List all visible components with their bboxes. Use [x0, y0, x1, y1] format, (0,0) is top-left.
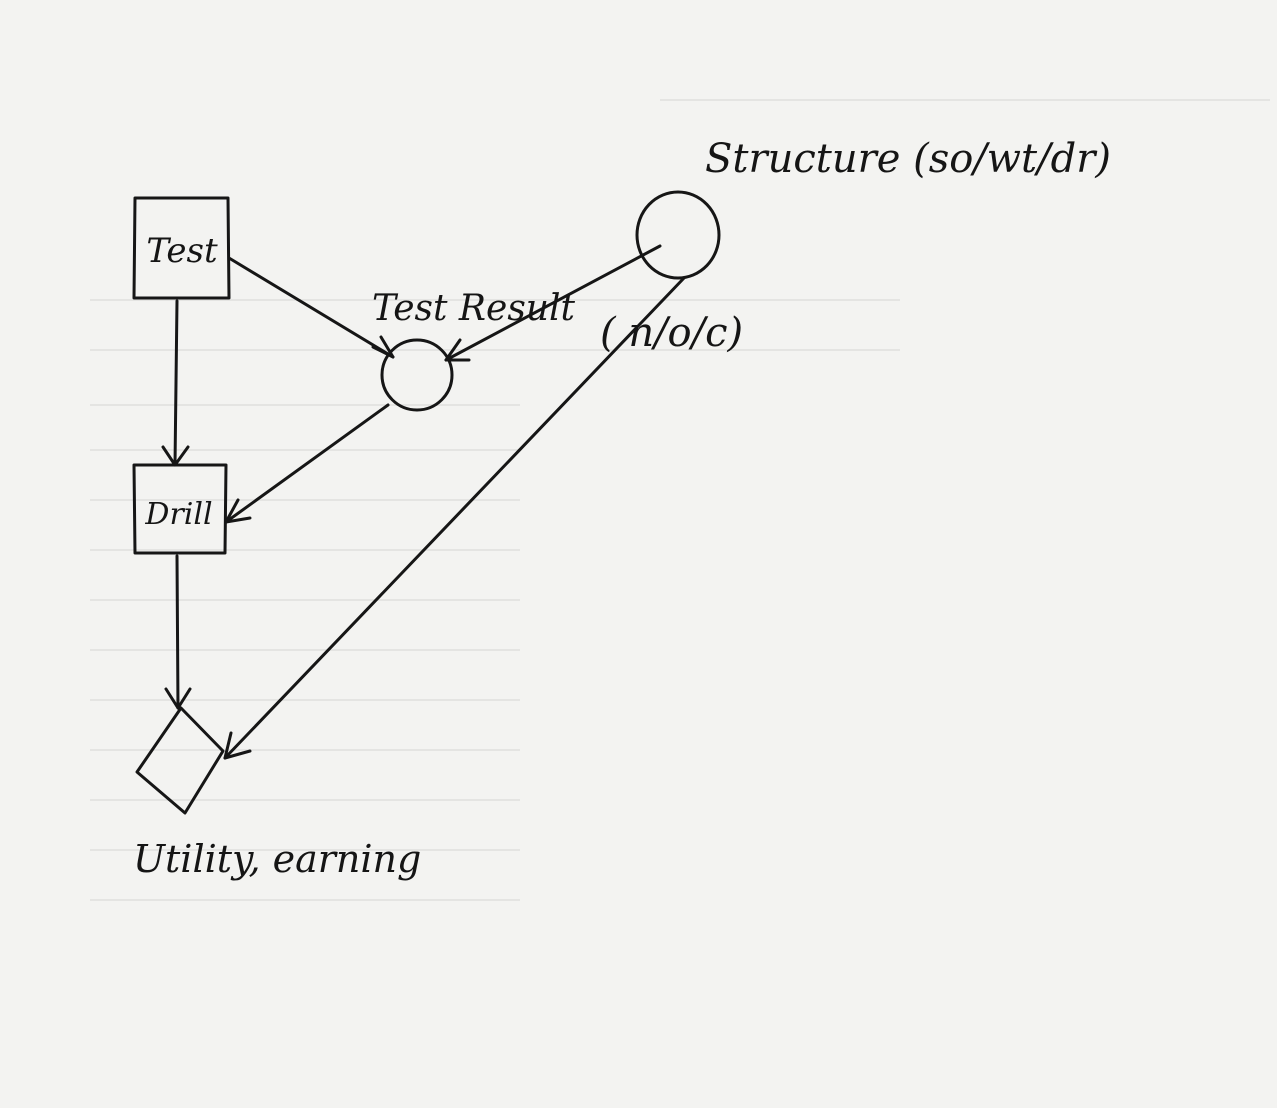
node-test-result-label: Test Result: [372, 288, 575, 329]
edge-structure-to-test-result: [444, 244, 662, 362]
edge-structure-to-utility: [223, 276, 686, 760]
edge-test-to-drill: [161, 299, 190, 467]
edge-drill-to-utility: [164, 554, 192, 710]
node-test: Test: [132, 196, 231, 300]
node-structure: Structure (so/wt/dr): [635, 136, 1111, 280]
node-test-label: Test: [146, 231, 218, 271]
edge-test-to-test-result: [227, 256, 395, 359]
node-drill-label: Drill: [144, 497, 212, 532]
edge-test-result-to-drill: [224, 403, 390, 524]
node-utility: Utility, earning: [133, 706, 421, 881]
node-test-result: Test Result: [372, 288, 575, 412]
node-drill: Drill: [132, 463, 228, 555]
test-result-states-annotation: ( n/o/c): [600, 310, 743, 356]
node-structure-label: Structure (so/wt/dr): [705, 136, 1111, 182]
paper-lines: [90, 99, 1270, 901]
node-utility-label: Utility, earning: [133, 837, 421, 881]
